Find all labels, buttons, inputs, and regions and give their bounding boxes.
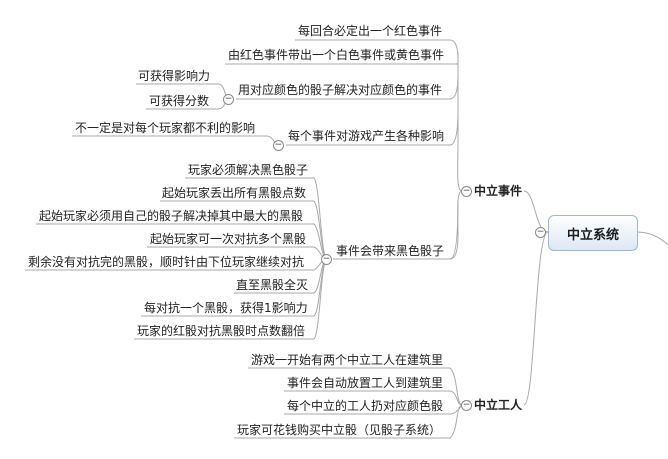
c3-sub-2[interactable]: 可获得分数	[149, 94, 210, 108]
root-label: 中立系统	[566, 227, 619, 243]
underline-c5	[333, 199, 459, 260]
c5-sub-6[interactable]: 直至黑骰全灭	[236, 278, 309, 292]
branch-neutral-events[interactable]: 中立事件	[474, 184, 523, 198]
collapse-toggle-c3[interactable]: −	[223, 94, 234, 105]
event-child-3[interactable]: 用对应颜色的骰子解决对应颜色的事件	[238, 83, 443, 97]
c5-sub-1[interactable]: 玩家必须解决黑色骰子	[188, 163, 309, 177]
worker-child-2[interactable]: 事件会自动放置工人到建筑里	[287, 376, 444, 390]
underline-w2	[284, 390, 463, 406]
event-child-5[interactable]: 事件会带来黑色骰子	[336, 244, 445, 258]
connector-root-events	[523, 190, 549, 233]
	[449, 190, 463, 260]
connector-root-right	[635, 231, 668, 246]
underline-c3	[236, 74, 459, 100]
branch-neutral-workers[interactable]: 中立工人	[474, 398, 523, 412]
root-node[interactable]: 中立系统	[548, 215, 638, 251]
c5-sub-2[interactable]: 起始玩家丢出所有黑骰点数	[162, 186, 307, 200]
connector-events-top	[449, 39, 463, 192]
collapse-toggle-root[interactable]: −	[535, 227, 546, 238]
collapse-toggle-c4[interactable]: −	[273, 140, 284, 151]
underline-c4	[286, 109, 459, 146]
event-child-1[interactable]: 每回合必定出一个红色事件	[298, 24, 443, 38]
collapse-toggle-c5[interactable]: −	[321, 254, 332, 265]
underline-w4	[234, 404, 463, 439]
event-child-4[interactable]: 每个事件对游戏产生各种影响	[288, 129, 445, 143]
underline-c2	[225, 52, 459, 65]
c4-sub-1[interactable]: 不一定是对每个玩家都不利的影响	[75, 121, 256, 135]
underline-c4-1	[72, 135, 280, 146]
c5-sub-5[interactable]: 剩余没有对抗完的黑骰，顺时针由下位玩家继续对抗	[28, 255, 305, 269]
event-child-2[interactable]: 由红色事件带出一个白色事件或黄色事件	[228, 48, 445, 62]
worker-child-1[interactable]: 游戏一开始有两个中立工人在建筑里	[251, 353, 444, 367]
connector-root-workers	[523, 231, 549, 406]
collapse-toggle-workers[interactable]: −	[461, 400, 472, 411]
worker-child-4[interactable]: 玩家可花钱购买中立骰（见骰子系统）	[237, 423, 442, 437]
underline-w3b	[284, 404, 463, 415]
worker-child-3[interactable]: 每个中立的工人扔对应颜色骰	[287, 399, 444, 413]
c5-sub-8[interactable]: 玩家的红骰对抗黑骰时点数翻倍	[137, 324, 306, 338]
c3-sub-1[interactable]: 可获得影响力	[138, 69, 211, 83]
c5-sub-4[interactable]: 起始玩家可一次对抗多个黑骰	[150, 232, 307, 246]
c5-sub-3[interactable]: 起始玩家必须用自己的骰子解决掉其中最大的黑骰	[39, 209, 304, 223]
c5-sub-7[interactable]: 每对抗一个黑骰，获得1影响力	[144, 301, 308, 315]
collapse-toggle-events[interactable]: −	[461, 186, 472, 197]
